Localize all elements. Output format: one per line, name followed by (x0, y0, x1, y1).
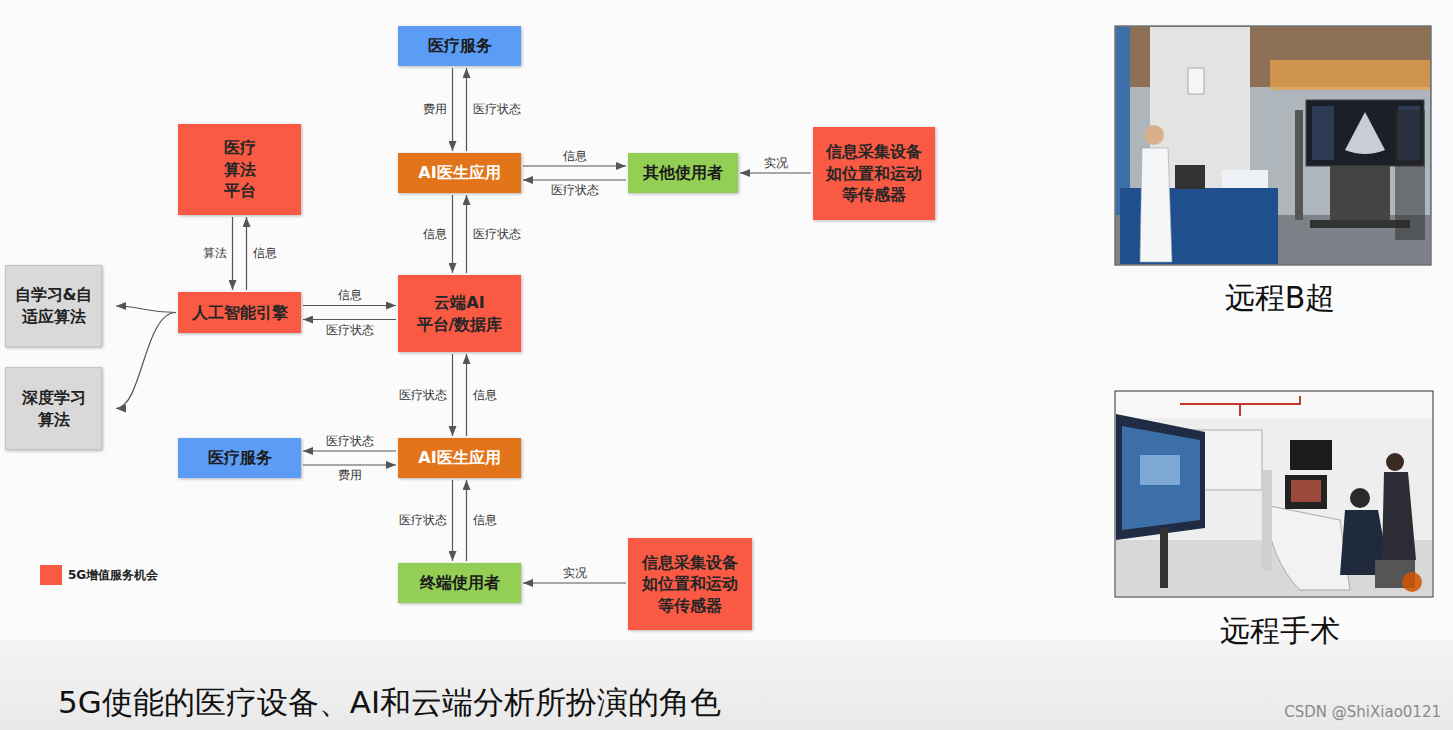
opportunity-box: 人工智能引擎 (178, 292, 301, 333)
edge-label: 费用 (423, 102, 447, 116)
node-text: AI医生应用 (418, 447, 500, 469)
edge-label: 信息 (423, 227, 447, 241)
edge-label: 医疗状态 (326, 434, 374, 448)
connector-arrow (523, 179, 626, 180)
edge-label: 医疗状态 (399, 388, 447, 402)
node-text: 人工智能引擎 (192, 302, 288, 324)
edge-label: 信息 (563, 149, 587, 163)
application-box: AI医生应用 (398, 438, 521, 478)
node-text: 信息采集设备 如位置和运动 等传感器 (639, 552, 741, 617)
edge-label: 实况 (764, 156, 788, 170)
edge-label: 医疗状态 (399, 513, 447, 527)
node-text: 云端AI 平台/数据库 (416, 292, 504, 335)
node-text: 终端使用者 (420, 572, 500, 594)
opportunity-box: 信息采集设备 如位置和运动 等传感器 (628, 538, 752, 630)
service-box: 医疗服务 (178, 438, 301, 478)
connector-arrow (452, 480, 453, 561)
connector-arrow (466, 68, 467, 151)
edge-label: 算法 (203, 246, 227, 260)
opportunity-box: 医疗 算法 平台 (178, 124, 301, 215)
algorithm-box: 自学习&自 适应算法 (5, 265, 102, 347)
connector-arrow (303, 319, 396, 320)
node-text: 信息采集设备 如位置和运动 等传感器 (823, 141, 925, 206)
connector-arrow (466, 480, 467, 561)
connector-arrow (246, 217, 247, 290)
photo-caption: 远程B超 (1225, 280, 1336, 316)
connector-arrow (303, 450, 396, 451)
edge-label: 信息 (338, 288, 362, 302)
node-text: 其他使用者 (643, 162, 723, 184)
node-text: 医疗 算法 平台 (216, 137, 264, 202)
remote-ultrasound-photo (1115, 26, 1431, 265)
node-text: 自学习&自 适应算法 (14, 284, 94, 327)
connector-arrow (740, 172, 811, 173)
edge-label: 医疗状态 (473, 102, 521, 116)
application-box: AI医生应用 (398, 153, 521, 193)
edge-label: 信息 (473, 388, 497, 402)
watermark: CSDN @ShiXiao0121 (1284, 703, 1441, 721)
connector-arrow (232, 217, 233, 290)
legend-text: 5G增值服务机会 (68, 568, 158, 582)
connector-arrow (523, 165, 626, 166)
connector-arrow (452, 195, 453, 273)
connector-arrow (116, 306, 176, 313)
user-box: 其他使用者 (628, 153, 738, 193)
connector-arrow (466, 195, 467, 273)
node-text: 深度学习 算法 (18, 387, 90, 430)
connector-arrow (303, 464, 396, 465)
node-text: 医疗服务 (208, 447, 272, 469)
connector-arrow (303, 305, 396, 306)
edge-label: 信息 (473, 513, 497, 527)
edge-label: 信息 (253, 246, 277, 260)
node-text: 医疗服务 (428, 35, 492, 57)
photo-caption: 远程手术 (1220, 613, 1340, 649)
edge-label: 实况 (563, 566, 587, 580)
edge-label: 医疗状态 (473, 227, 521, 241)
user-box: 终端使用者 (398, 563, 521, 603)
edge-label: 医疗状态 (326, 323, 374, 337)
connector-arrow (452, 354, 453, 436)
figure-caption: 5G使能的医疗设备、AI和云端分析所扮演的角色 (58, 684, 721, 721)
connector-arrow (523, 582, 626, 583)
edge-label: 费用 (338, 468, 362, 482)
connector-arrow (452, 68, 453, 151)
opportunity-box: 云端AI 平台/数据库 (398, 275, 521, 352)
connector-arrow (466, 354, 467, 436)
remote-surgery-photo (1115, 391, 1433, 597)
legend-swatch (40, 565, 62, 585)
service-box: 医疗服务 (398, 26, 521, 66)
algorithm-box: 深度学习 算法 (5, 367, 102, 450)
node-text: AI医生应用 (418, 162, 500, 184)
edge-label: 医疗状态 (551, 183, 599, 197)
connector-arrow (116, 313, 176, 409)
opportunity-box: 信息采集设备 如位置和运动 等传感器 (813, 127, 935, 220)
